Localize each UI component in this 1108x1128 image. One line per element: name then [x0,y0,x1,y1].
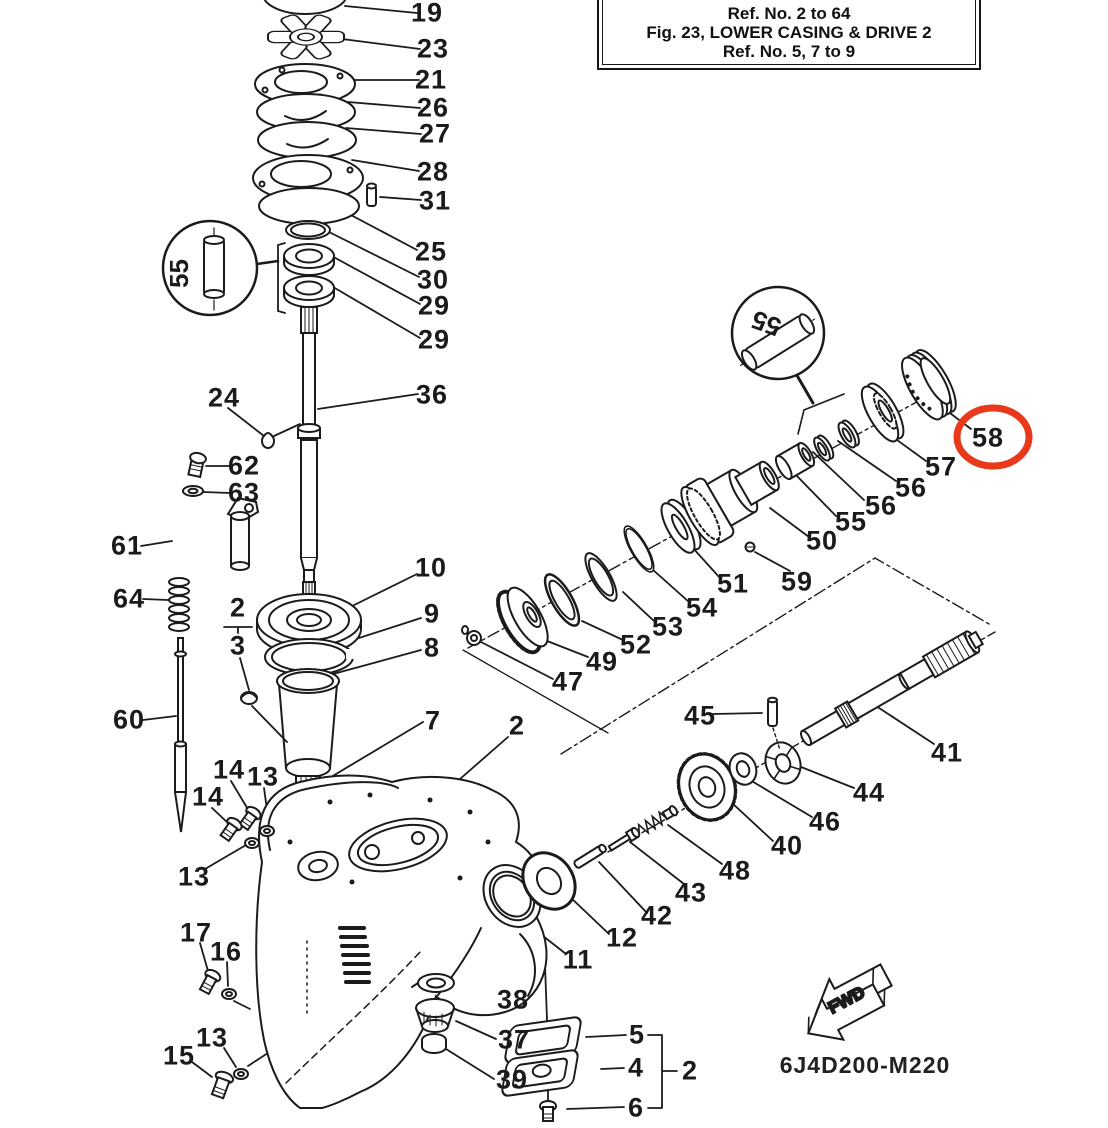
detail-balloon-left [161,219,280,317]
part-ref-label[interactable]: 56 [894,472,928,503]
part-ref-label[interactable]: 57 [924,451,958,482]
part-ref-label[interactable]: 14 [191,781,225,812]
part-ref-label[interactable]: 47 [551,666,585,697]
part-ref-label[interactable]: 37 [497,1024,531,1055]
part-ref-label[interactable]: 6 [627,1092,645,1123]
part-ref-label[interactable]: 14 [212,754,246,785]
water-pump-stack [252,0,377,314]
part-ref-label[interactable]: 29 [417,324,451,355]
part-ref-label[interactable]: 61 [110,530,144,561]
prop-shaft-seals [482,826,641,928]
part-ref-label[interactable]: 46 [808,806,842,837]
prop-shaft [799,630,985,747]
lower-casing [255,774,548,1109]
bearing-housing-stack [256,593,362,806]
balloon-left-label: 55 [164,259,194,288]
part-ref-label[interactable]: 42 [640,900,674,931]
part-ref-label[interactable]: 15 [162,1040,196,1071]
part-ref-label[interactable]: 43 [674,877,708,908]
part-ref-label[interactable]: 2 [508,710,526,741]
part-ref-label[interactable]: 17 [179,917,213,948]
part-ref-label[interactable]: 3 [229,630,247,661]
part-ref-label[interactable]: 9 [423,598,441,629]
part-ref-label[interactable]: 21 [414,64,448,95]
part-ref-label[interactable]: 38 [496,984,530,1015]
figure-ref-range-top: Ref. No. 2 to 64 [727,4,851,23]
part-ref-label[interactable]: 2 [229,592,247,623]
prop-nut-parts [411,973,455,1054]
part-ref-label[interactable]: 58 [971,422,1005,453]
leader-lines [140,5,972,1110]
part-ref-label[interactable]: 60 [112,704,146,735]
diagram-code: 6J4D200-M220 [779,1052,951,1078]
part-ref-label[interactable]: 27 [418,118,452,149]
part-ref-label[interactable]: 7 [424,705,442,736]
part-ref-label[interactable]: 30 [416,264,450,295]
part-ref-label[interactable]: 25 [414,236,448,267]
part-ref-label[interactable]: 29 [417,290,451,321]
part-ref-label[interactable]: 44 [852,777,886,808]
part-ref-label[interactable]: 62 [227,450,261,481]
part-ref-label[interactable]: 51 [716,568,750,599]
highlight-circle [953,404,1033,470]
fwd-arrow [806,963,894,1041]
part-ref-label[interactable]: 4 [627,1052,645,1083]
part-ref-label[interactable]: 55 [834,506,868,537]
part-ref-label[interactable]: 19 [410,0,444,28]
detail-balloon-right [730,285,845,435]
part-ref-label[interactable]: 11 [562,944,594,975]
seal-gaskets [501,1016,582,1122]
part-ref-label[interactable]: 23 [416,33,450,64]
part-ref-label[interactable]: 24 [207,382,241,413]
prop-shaft-cluster [637,630,985,836]
part-ref-label[interactable]: 53 [651,611,685,642]
part-ref-label[interactable]: 12 [605,922,639,953]
part-ref-label[interactable]: 10 [414,552,448,583]
part-ref-label[interactable]: 2 [681,1055,699,1086]
part-ref-label[interactable]: 49 [585,646,619,677]
part-ref-label[interactable]: 16 [209,936,243,967]
forward-gear-cluster [461,349,957,655]
part-ref-label[interactable]: 13 [246,761,280,792]
part-ref-label[interactable]: 45 [683,700,717,731]
part-ref-label[interactable]: 5 [628,1019,646,1050]
part-ref-label[interactable]: 64 [112,583,146,614]
part-ref-label[interactable]: 13 [195,1022,229,1053]
figure-title-box-inner: Ref. No. 2 to 64 Fig. 23, LOWER CASING &… [602,0,976,65]
shift-rod-parts [168,451,260,833]
part-ref-label[interactable]: 8 [423,632,441,663]
part-ref-label[interactable]: 13 [177,861,211,892]
part-ref-label[interactable]: 36 [415,379,449,410]
part-ref-label[interactable]: 54 [685,592,719,623]
figure-ref-range-bottom: Ref. No. 5, 7 to 9 [722,42,856,61]
driveshaft [297,306,321,609]
part-ref-label[interactable]: 59 [780,566,814,597]
part-ref-label[interactable]: 48 [718,855,752,886]
part-ref-label[interactable]: 40 [770,830,804,861]
part-ref-label[interactable]: 50 [805,525,839,556]
part-ref-label[interactable]: 28 [416,156,450,187]
figure-title: Fig. 23, LOWER CASING & DRIVE 2 [646,23,932,42]
part-ref-label[interactable]: 41 [930,737,964,768]
part-ref-label[interactable]: 26 [416,92,450,123]
part-ref-label[interactable]: 39 [495,1064,529,1095]
part-ref-label[interactable]: 52 [619,629,653,660]
part-ref-label[interactable]: 31 [418,185,452,216]
part-ref-label[interactable]: 63 [227,477,261,508]
figure-title-box: Ref. No. 2 to 64 Fig. 23, LOWER CASING &… [597,0,981,70]
gill-slits [338,926,371,984]
casing-fasteners [198,432,275,1100]
part-ref-label[interactable]: 56 [864,490,898,521]
